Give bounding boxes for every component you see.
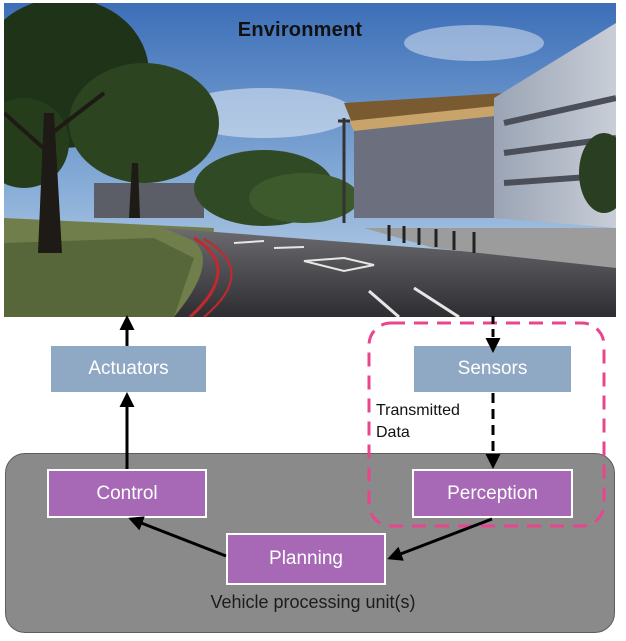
environment-title: Environment — [237, 19, 363, 41]
vehicle-processing-unit-label: Vehicle processing unit(s) — [210, 592, 416, 612]
sensors-box: Sensors — [414, 346, 571, 392]
perception-label: Perception — [447, 482, 538, 504]
perception-box: Perception — [412, 469, 573, 518]
transmitted-note-line1: Transmitted — [376, 402, 460, 419]
actuators-label: Actuators — [88, 358, 169, 379]
planning-box: Planning — [226, 533, 386, 585]
actuators-box: Actuators — [51, 346, 206, 392]
environment-scene — [4, 3, 616, 317]
transmitted-note-line2: Data — [376, 424, 410, 441]
planning-label: Planning — [269, 548, 343, 569]
control-label: Control — [96, 482, 158, 504]
sensors-label: Sensors — [457, 358, 528, 379]
control-box: Control — [47, 469, 207, 518]
transmitted-data-note: Transmitted Data — [376, 400, 506, 444]
